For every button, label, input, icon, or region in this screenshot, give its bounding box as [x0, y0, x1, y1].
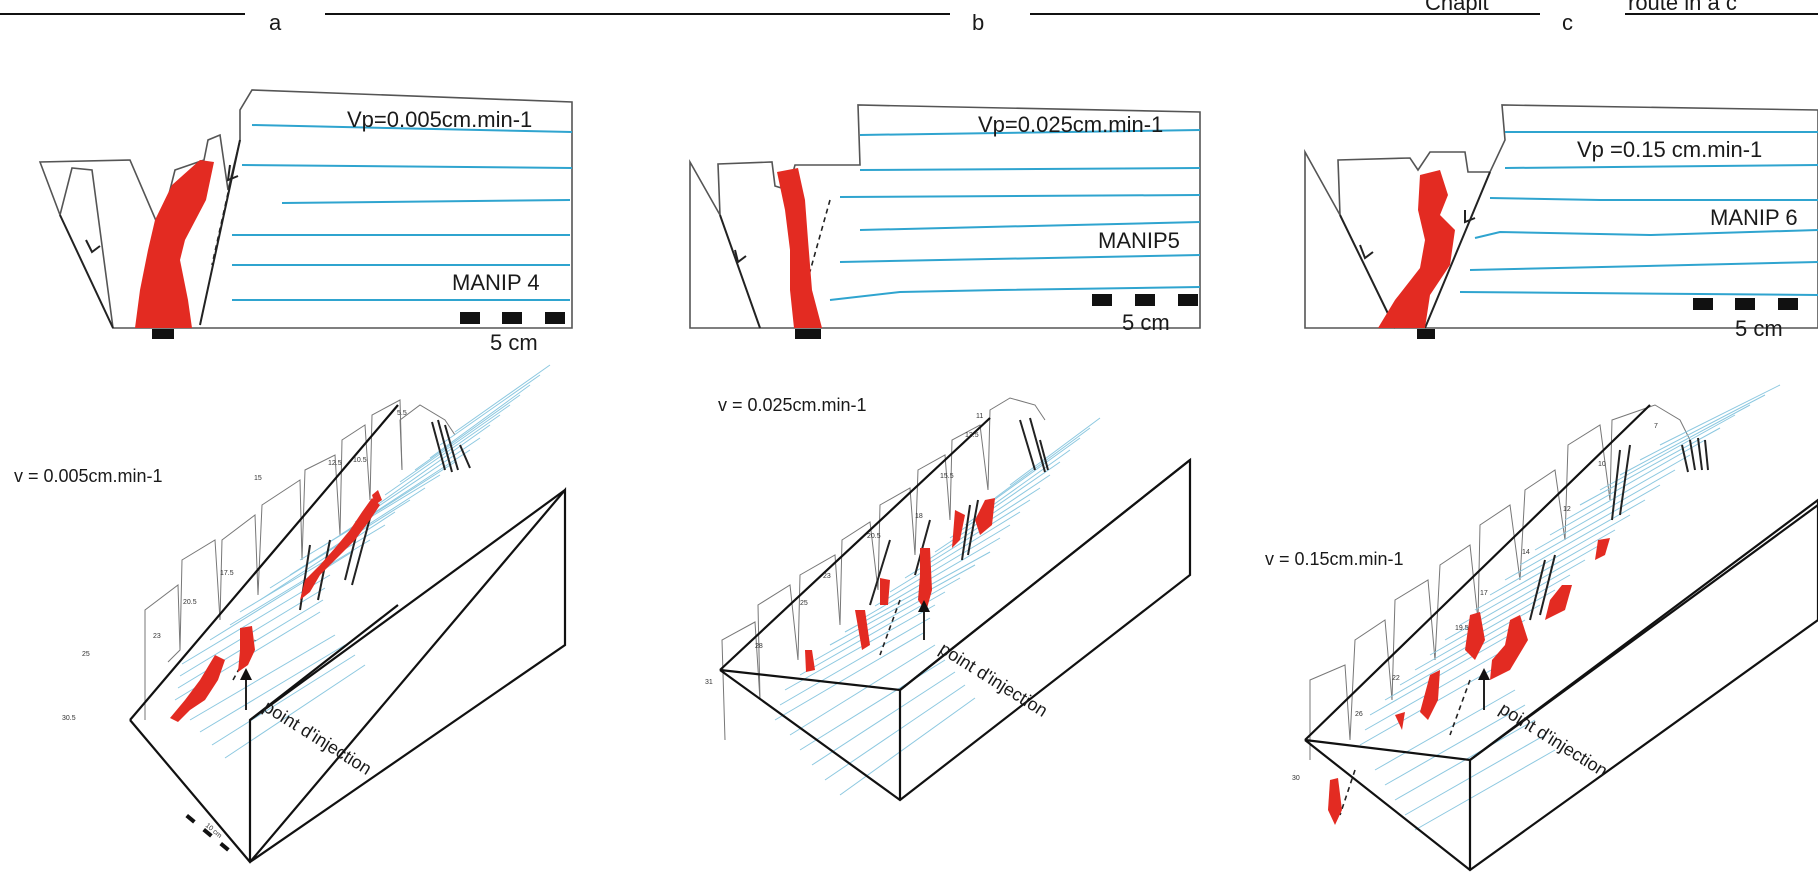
velocity-label-b: Vp=0.025cm.min-1 — [978, 112, 1163, 137]
slice-number: 17.5 — [220, 570, 234, 577]
injection-label-c: point d'injection — [1496, 698, 1611, 780]
header-fragment-right: route in a c — [1628, 0, 1737, 15]
slice-number: 5.5 — [397, 410, 407, 417]
slice-number: 7 — [1654, 423, 1658, 430]
block-diagram-b: 11 13.5 15.5 18 20.5 23 25 28 31 v = 0.0… — [705, 395, 1192, 802]
velocity-label-a: Vp=0.005cm.min-1 — [347, 107, 532, 132]
scale-label-a: 5 cm — [490, 330, 538, 355]
experiment-label-a: MANIP 4 — [452, 270, 540, 295]
experiment-label-c: MANIP 6 — [1710, 205, 1798, 230]
block-diagram-c: 7 10 12 14 17 19.5 22 26 30 v = 0.15cm.m… — [1265, 384, 1818, 872]
slice-number: 11 — [976, 413, 983, 420]
slice-number: 25 — [800, 600, 808, 607]
slice-number: 30 — [1292, 775, 1300, 782]
cross-section-a: Vp=0.005cm.min-1 MANIP 4 5 cm — [38, 89, 573, 355]
slice-number: 28 — [755, 643, 763, 650]
experiment-label-b: MANIP5 — [1098, 228, 1180, 253]
oblique-velocity-label-c: v = 0.15cm.min-1 — [1265, 549, 1404, 569]
slice-number: 20.5 — [183, 599, 197, 606]
slice-number: 17 — [1480, 590, 1488, 597]
velocity-label-c: Vp =0.15 cm.min-1 — [1577, 137, 1762, 162]
slice-number: 19.5 — [1455, 625, 1469, 632]
page-header: Chapit route in a c a b c — [0, 0, 1818, 35]
slice-number: 31 — [705, 679, 713, 686]
slice-number: 25 — [82, 651, 90, 658]
slice-number: 14 — [1522, 549, 1530, 556]
slice-number: 18 — [915, 513, 923, 520]
cross-section-c: Vp =0.15 cm.min-1 MANIP 6 5 cm — [1304, 104, 1818, 341]
oblique-velocity-label-b: v = 0.025cm.min-1 — [718, 395, 867, 415]
injection-label-b: point d'injection — [936, 638, 1051, 720]
panel-letter-a: a — [269, 10, 282, 35]
panel-letter-c: c — [1562, 10, 1573, 35]
slice-number: 15 — [254, 475, 262, 482]
slice-number: 15.5 — [940, 473, 954, 480]
slice-number: 12.5 — [328, 460, 342, 467]
slice-number: 23 — [153, 633, 161, 640]
slice-number: 26 — [1355, 711, 1363, 718]
panel-letter-b: b — [972, 10, 984, 35]
oblique-velocity-label-a: v = 0.005cm.min-1 — [14, 466, 163, 486]
slice-number: 13.5 — [965, 432, 979, 439]
header-fragment-left: Chapit — [1425, 0, 1489, 15]
scale-label-c: 5 cm — [1735, 316, 1783, 341]
injection-label-a: point d'injection — [260, 696, 375, 778]
slice-number: 20.5 — [867, 533, 881, 540]
slice-number: 10 — [1598, 461, 1606, 468]
slice-number: 12 — [1563, 506, 1571, 513]
scale-label-b: 5 cm — [1122, 310, 1170, 335]
cross-section-b: Vp=0.025cm.min-1 MANIP5 5 cm — [689, 104, 1201, 339]
slice-number: 23 — [823, 573, 831, 580]
block-diagram-a: 10 cm 5.5 10.5 12.5 15 17.5 20.5 23 25 3… — [14, 364, 567, 864]
slice-number: 10.5 — [353, 457, 367, 464]
slice-number: 30.5 — [62, 715, 76, 722]
slice-number: 22 — [1392, 675, 1400, 682]
mini-scale-bar-a: 10 cm — [185, 814, 230, 852]
